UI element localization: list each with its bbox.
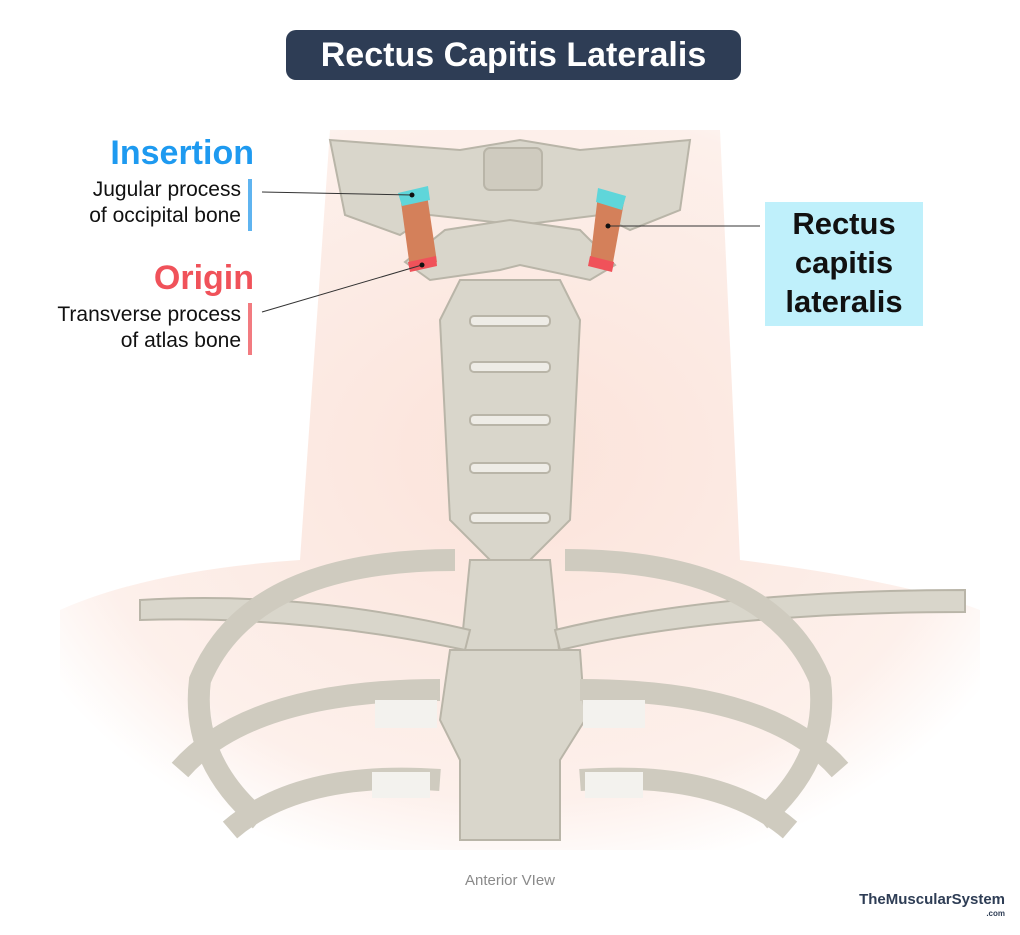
muscle-label-line-1: Rectus xyxy=(792,206,896,241)
origin-heading: Origin xyxy=(153,259,254,297)
origin-bar xyxy=(248,303,252,355)
muscle-label-line-2: capitis xyxy=(794,245,894,280)
view-caption: Anterior VIew xyxy=(464,872,556,889)
origin-line-1: Transverse process xyxy=(57,303,241,326)
brand-suffix: .com xyxy=(986,909,1005,918)
insertion-description: Jugular process of occipital bone xyxy=(10,177,241,229)
muscle-label-line-3: lateralis xyxy=(785,284,903,319)
insertion-bar xyxy=(248,179,252,231)
insertion-line-1: Jugular process xyxy=(92,178,241,201)
brand-name: TheMuscularSystem xyxy=(859,891,1005,908)
muscle-label: Rectus capitis lateralis xyxy=(765,202,923,326)
sternum xyxy=(438,649,587,841)
insertion-line-2: of occipital bone xyxy=(89,204,241,227)
brand-logo: TheMuscularSystem .com xyxy=(859,891,1005,919)
right-rectus-capitis-lateralis-muscle xyxy=(588,188,626,272)
page-title: Rectus Capitis Lateralis xyxy=(286,30,741,80)
origin-line-2: of atlas bone xyxy=(120,329,241,352)
origin-description: Transverse process of atlas bone xyxy=(0,302,241,354)
right-clavicle xyxy=(553,588,966,652)
atlas-bone xyxy=(403,218,617,282)
insertion-heading: Insertion xyxy=(110,134,254,172)
leader-lines xyxy=(261,191,760,313)
